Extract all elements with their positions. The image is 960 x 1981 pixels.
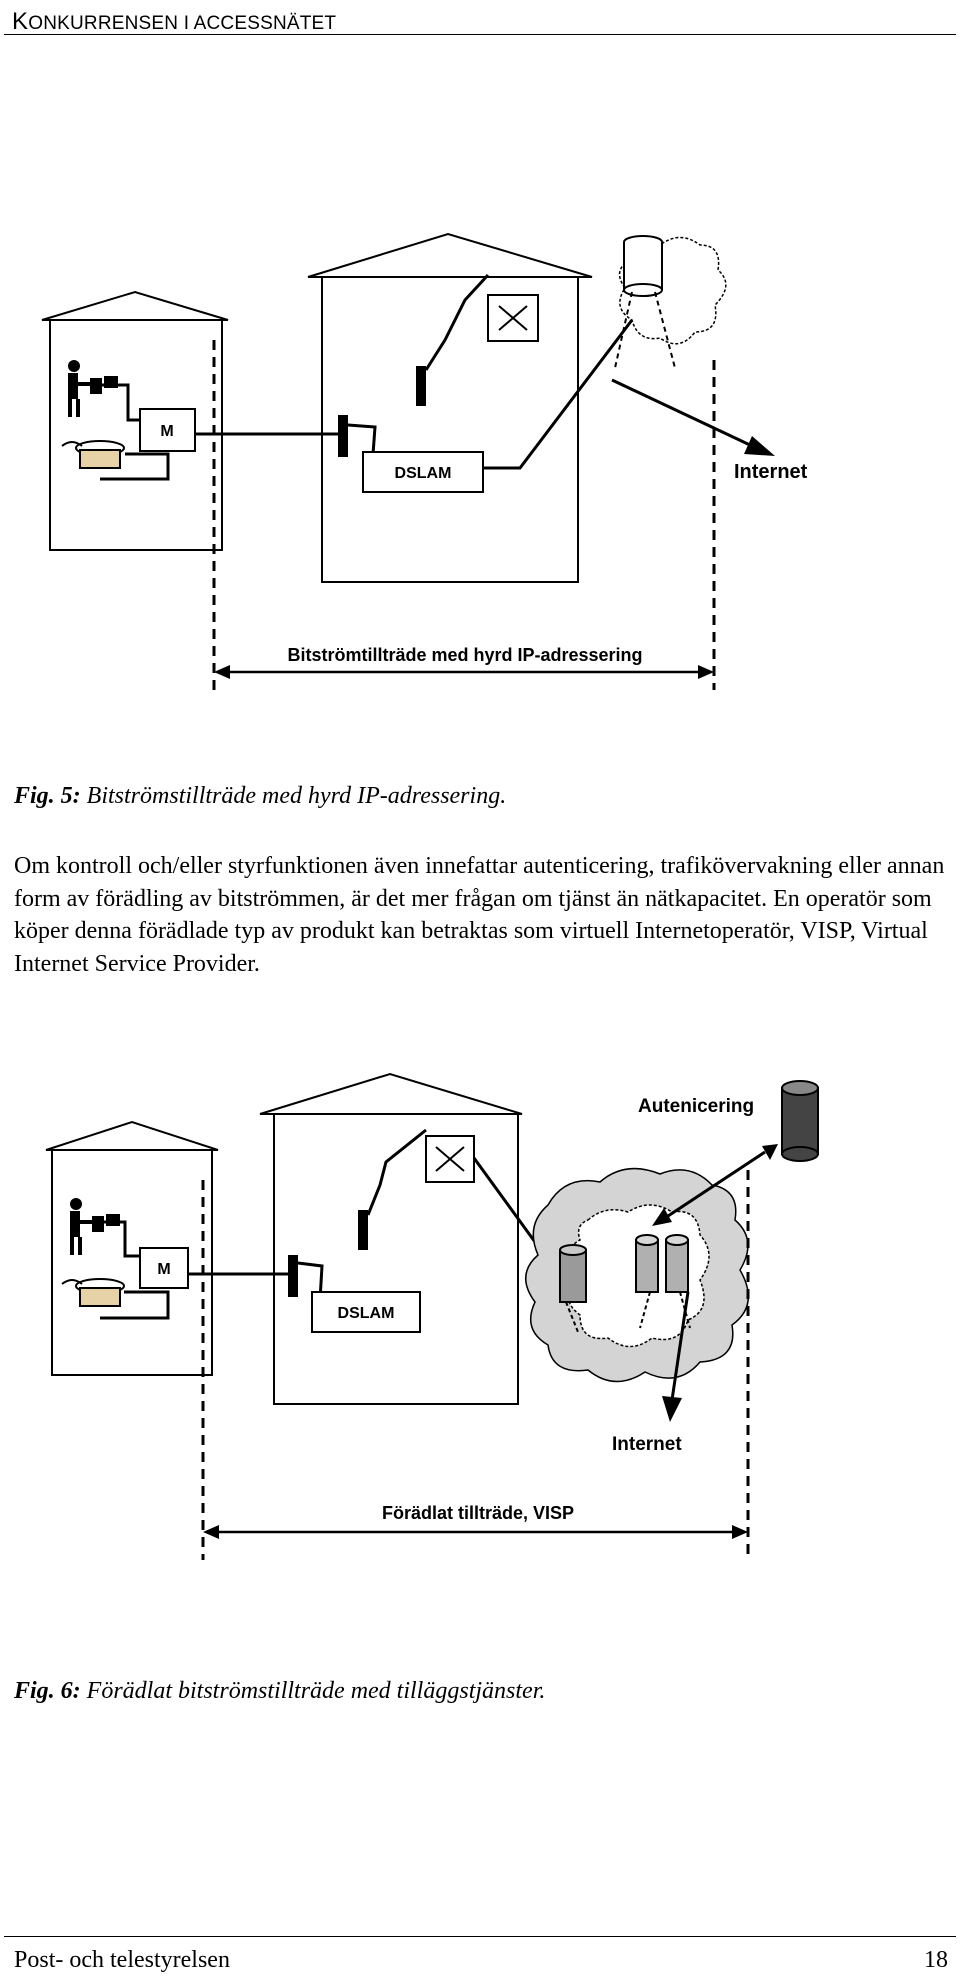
- running-title: KONKURRENSEN I ACCESSNÄTET: [12, 8, 336, 36]
- figure-6-caption-text: Förädlat bitströmstillträde med tilläggs…: [80, 1678, 546, 1704]
- splitter-block: [288, 1255, 298, 1297]
- switch-block: [358, 1210, 368, 1250]
- figure-5-diagram: M DSLAM Internet Bitströmtillträde med h…: [0, 220, 960, 700]
- figure-5-caption-label: Fig. 5:: [14, 783, 81, 809]
- auth-label: Autenicering: [638, 1096, 754, 1117]
- running-title-initial: K: [12, 8, 29, 35]
- figure-5-caption-text: Bitströmstillträde med hyrd IP-adresseri…: [80, 783, 507, 809]
- customer-house: [45, 1120, 219, 1376]
- splitter-block: [338, 415, 348, 457]
- paragraph-text: Om kontroll och/eller styrfunktionen äve…: [14, 853, 945, 977]
- server-icon: [623, 235, 663, 297]
- user-at-computer-icon: [68, 360, 118, 417]
- server-icon: [559, 1244, 587, 1303]
- dslam-box: [311, 1291, 421, 1333]
- internet-arrow: [670, 1291, 690, 1401]
- figure-6-caption: Fig. 6: Förädlat bitströmstillträde med …: [14, 1678, 545, 1705]
- auth-server-icon: [781, 1080, 819, 1162]
- switch-block: [416, 366, 426, 406]
- dslam-box: [362, 451, 484, 493]
- figure-6-diagram: M DSLAM Autenicering Internet: [0, 1070, 960, 1570]
- server-icon: [665, 1234, 689, 1293]
- modem-box: [139, 1247, 189, 1289]
- user-at-computer-icon: [70, 1198, 120, 1255]
- span-label: Förädlat tillträde, VISP: [382, 1503, 574, 1523]
- modem-box: [139, 408, 196, 452]
- auth-arrow: [664, 1150, 766, 1220]
- telephone-icon: [61, 440, 125, 469]
- span-label: Bitströmtillträde med hyrd IP-adresserin…: [287, 645, 642, 665]
- server-icon: [635, 1234, 659, 1293]
- modem-label: M: [160, 423, 173, 440]
- page-number: 18: [924, 1947, 948, 1973]
- internet-label: Internet: [612, 1434, 682, 1455]
- figure-6-svg: M DSLAM Autenicering Internet: [45, 1072, 819, 1560]
- figure-5-caption: Fig. 5: Bitströmstillträde med hyrd IP-a…: [14, 783, 506, 810]
- body-paragraph: Om kontroll och/eller styrfunktionen äve…: [14, 850, 954, 980]
- exchange-building: [259, 1072, 523, 1405]
- page-footer: Post- och telestyrelsen 18: [4, 1936, 956, 1981]
- telephone-icon: [61, 1278, 125, 1307]
- figure-5-svg: M DSLAM Internet Bitströmtillträde med h…: [41, 232, 808, 690]
- publisher-name: Post- och telestyrelsen: [14, 1947, 230, 1973]
- dslam-label: DSLAM: [338, 1305, 395, 1322]
- page-header: KONKURRENSEN I ACCESSNÄTET: [4, 2, 956, 35]
- internet-label: Internet: [734, 461, 808, 483]
- running-title-rest: ONKURRENSEN I ACCESSNÄTET: [28, 13, 337, 34]
- exchange-building: [307, 232, 593, 583]
- figure-6-caption-label: Fig. 6:: [14, 1678, 81, 1704]
- modem-label: M: [157, 1261, 170, 1278]
- internet-arrow: [611, 378, 751, 447]
- dslam-label: DSLAM: [395, 465, 452, 482]
